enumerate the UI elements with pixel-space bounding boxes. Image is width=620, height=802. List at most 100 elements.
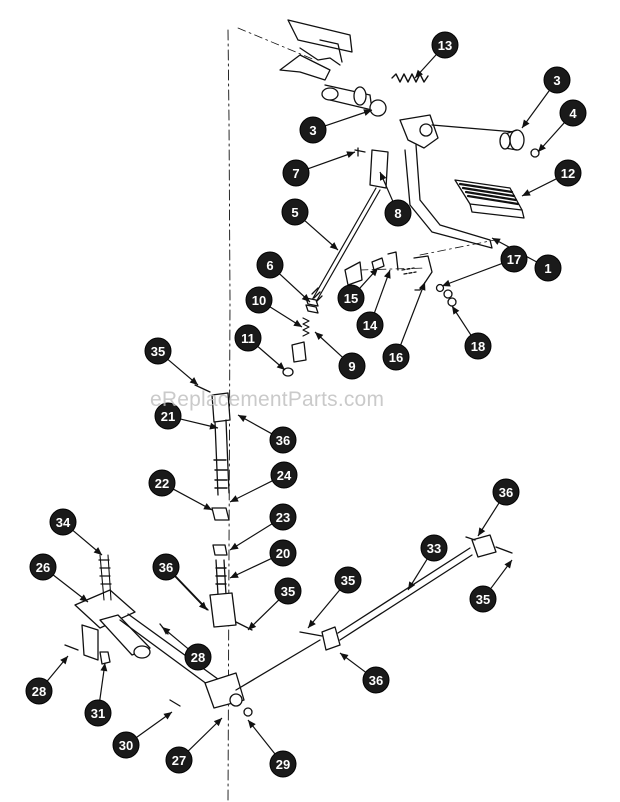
- callout-balloon: [338, 352, 366, 380]
- callout-balloon: [269, 750, 297, 778]
- leader-arrowhead: [209, 422, 218, 430]
- callout-8: 8: [379, 171, 412, 227]
- callout-number: 21: [161, 409, 175, 424]
- dashed-centerline-diag: [237, 27, 496, 271]
- leader-arrowhead: [79, 594, 88, 602]
- callout-balloon: [25, 677, 53, 705]
- leader-arrowhead: [230, 495, 239, 502]
- callout-35: 35: [247, 577, 302, 631]
- callout-number: 35: [476, 592, 490, 607]
- callout-number: 13: [438, 38, 452, 53]
- callout-18: 18: [451, 305, 492, 360]
- leader-arrowhead: [248, 720, 256, 729]
- hardware-17-18: [435, 283, 457, 307]
- callout-number: 27: [172, 753, 186, 768]
- callout-number: 6: [266, 258, 273, 273]
- callout-balloon: [234, 324, 262, 352]
- callout-layer: 1334312785117615101411181693521362224362…: [25, 31, 587, 778]
- callout-3: 3: [299, 109, 373, 144]
- callout-balloon: [382, 343, 410, 371]
- callout-11: 11: [234, 324, 286, 371]
- callout-36: 36: [339, 652, 390, 694]
- leader-arrowhead: [315, 332, 324, 340]
- leader-arrowhead: [163, 712, 172, 720]
- callout-balloon: [334, 566, 362, 594]
- callout-number: 8: [394, 206, 401, 221]
- callout-balloon: [543, 66, 571, 94]
- leader-arrowhead: [380, 172, 387, 181]
- leader-arrowhead: [538, 143, 546, 152]
- callout-number: 5: [291, 205, 298, 220]
- leader-arrowhead: [213, 718, 222, 727]
- callout-3: 3: [521, 66, 571, 129]
- leader-arrowhead: [293, 319, 302, 327]
- leader-arrowhead: [301, 293, 310, 302]
- pedal-arm: [399, 114, 516, 249]
- callout-34: 34: [49, 508, 103, 556]
- callout-number: 36: [276, 433, 290, 448]
- callout-number: 24: [277, 468, 292, 483]
- callout-9: 9: [314, 331, 366, 380]
- leader-line: [400, 281, 426, 346]
- callout-31: 31: [84, 662, 112, 727]
- callout-number: 35: [341, 573, 355, 588]
- callout-22: 22: [148, 469, 213, 511]
- callout-7: 7: [282, 151, 356, 187]
- leader-arrowhead: [418, 282, 426, 291]
- callout-number: 28: [191, 650, 205, 665]
- callout-balloon: [184, 643, 212, 671]
- callout-21: 21: [154, 402, 219, 430]
- callout-balloon: [337, 284, 365, 312]
- leader-arrowhead: [346, 151, 355, 158]
- leader-arrowhead: [442, 279, 451, 287]
- callout-number: 3: [553, 73, 560, 88]
- callout-26: 26: [29, 553, 89, 603]
- assembly-drawing: [64, 19, 540, 802]
- callout-27: 27: [165, 717, 223, 774]
- leader-arrowhead: [230, 571, 239, 578]
- callout-number: 31: [91, 706, 105, 721]
- callout-number: 35: [151, 344, 165, 359]
- leader-arrowhead: [308, 619, 316, 628]
- leader-arrowhead: [522, 189, 531, 196]
- callout-number: 16: [389, 350, 403, 365]
- adjuster-rod: [194, 384, 253, 631]
- callout-number: 26: [36, 560, 50, 575]
- callout-number: 28: [32, 684, 46, 699]
- callout-number: 7: [292, 166, 299, 181]
- callout-number: 36: [159, 560, 173, 575]
- callout-balloon: [274, 577, 302, 605]
- callout-36: 36: [237, 414, 297, 454]
- leader-arrowhead: [60, 656, 68, 665]
- leader-arrowhead: [478, 527, 486, 536]
- callout-balloon: [356, 311, 384, 339]
- callout-number: 34: [56, 515, 71, 530]
- callout-4: 4: [537, 99, 587, 153]
- retaining-ring: [530, 148, 540, 158]
- callout-36: 36: [152, 553, 208, 611]
- callout-balloon: [500, 245, 528, 273]
- leader-arrowhead: [230, 542, 239, 550]
- leader-arrowhead: [93, 547, 102, 555]
- callout-balloon: [554, 159, 582, 187]
- leader-arrowhead: [162, 627, 171, 635]
- callout-balloon: [152, 553, 180, 581]
- small-spring: [302, 317, 310, 337]
- callout-5: 5: [281, 198, 339, 251]
- leader-line: [307, 589, 341, 629]
- return-spring: [391, 73, 429, 83]
- callout-balloon: [269, 503, 297, 531]
- callout-number: 18: [471, 339, 485, 354]
- callout-number: 29: [276, 757, 290, 772]
- callout-number: 14: [363, 318, 378, 333]
- callout-balloon: [420, 534, 448, 562]
- leader-arrowhead: [522, 119, 530, 128]
- callout-number: 11: [241, 331, 255, 346]
- callout-balloon: [282, 159, 310, 187]
- callout-number: 36: [369, 673, 383, 688]
- leader-arrowhead: [370, 268, 378, 277]
- leader-line: [325, 109, 373, 127]
- leader-arrowhead: [504, 560, 512, 569]
- callout-balloon: [148, 469, 176, 497]
